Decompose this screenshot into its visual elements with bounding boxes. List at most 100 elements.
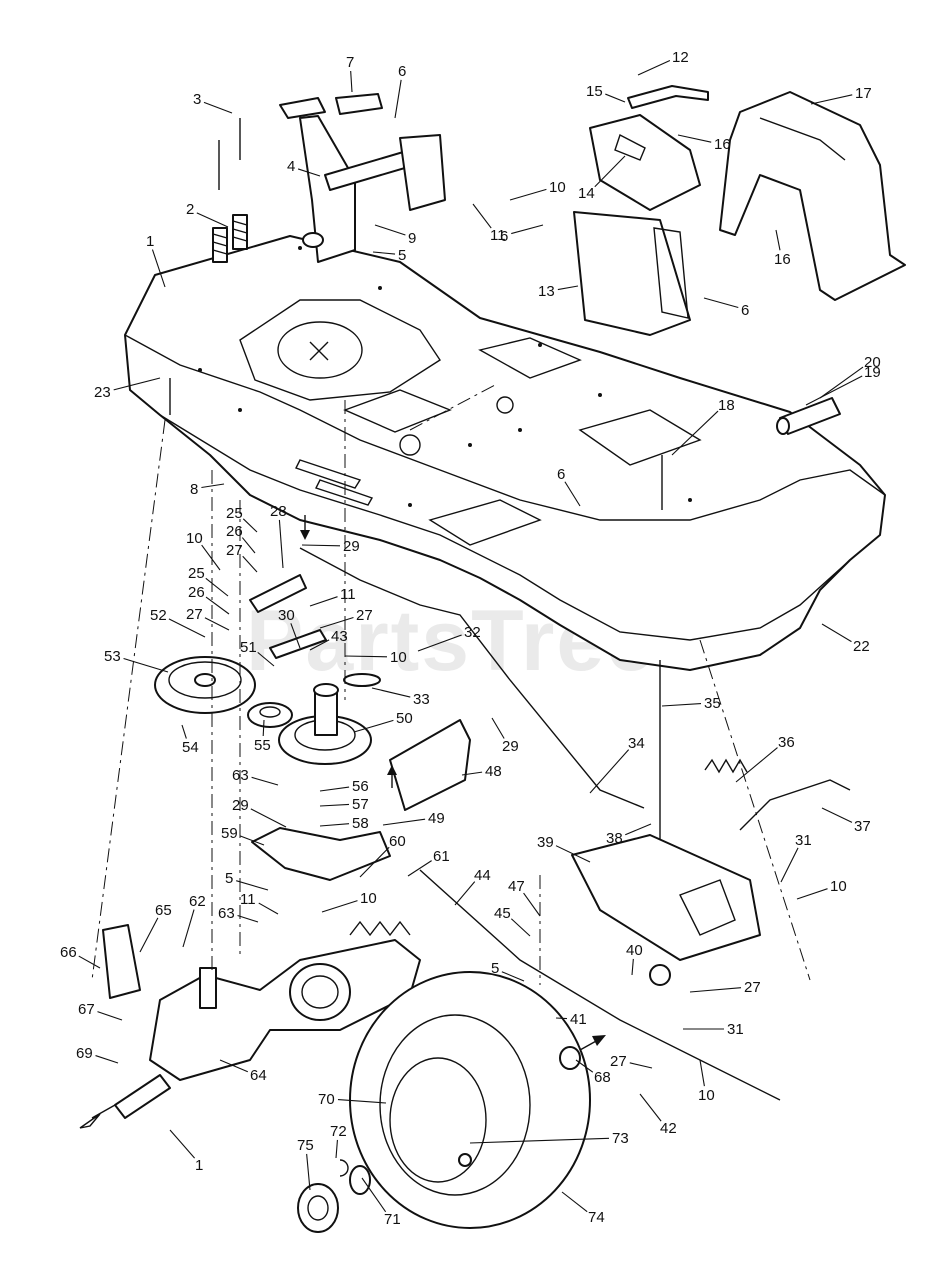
- callout-leader-6: [703, 297, 739, 309]
- callout-label-66: 66: [60, 944, 77, 961]
- callout-label-65: 65: [155, 902, 172, 919]
- callout-label-61: 61: [433, 848, 450, 865]
- callout-label-5: 5: [225, 870, 233, 887]
- brake-bracket: [571, 834, 761, 986]
- callout-leader-10: [344, 655, 388, 658]
- callout-leader-54: [181, 724, 187, 739]
- alignment-lines: [91, 384, 811, 985]
- callout-leader-13: [557, 285, 579, 291]
- callout-leader-5: [501, 971, 525, 982]
- callout-leader-52: [168, 618, 206, 638]
- callout-label-29: 29: [502, 738, 519, 755]
- callout-label-18: 18: [718, 397, 735, 414]
- callout-label-1: 1: [146, 233, 154, 250]
- callout-leader-25: [242, 518, 258, 533]
- seat-spring-bar: [627, 85, 709, 109]
- callout-leader-10: [509, 188, 547, 201]
- callout-leader-11: [258, 902, 279, 915]
- tension-springs: [349, 758, 748, 937]
- callout-label-55: 55: [254, 737, 271, 754]
- callout-label-44: 44: [474, 867, 491, 884]
- callout-label-19: 19: [864, 364, 881, 381]
- callout-label-67: 67: [78, 1001, 95, 1018]
- callout-leader-23: [113, 377, 161, 391]
- callout-label-16: 16: [714, 136, 731, 153]
- callout-label-4: 4: [287, 158, 295, 175]
- callout-leader-27: [204, 617, 230, 631]
- callout-leader-44: [454, 881, 476, 906]
- callout-label-50: 50: [396, 710, 413, 727]
- callout-leader-69: [95, 1055, 119, 1064]
- callout-leader-70: [337, 1099, 387, 1104]
- callout-leader-60: [359, 846, 390, 878]
- callout-leader-55: [262, 719, 265, 737]
- callout-leader-25: [205, 577, 229, 597]
- callout-label-27: 27: [226, 542, 243, 559]
- callout-leader-66: [78, 955, 101, 969]
- callout-leader-51: [257, 651, 275, 667]
- callout-leader-30: [290, 623, 301, 649]
- callout-leader-41: [555, 1017, 568, 1020]
- direction-arrows: [300, 515, 606, 1051]
- callout-leader-27: [319, 616, 354, 629]
- callout-leader-35: [661, 702, 702, 707]
- callout-leader-14: [594, 155, 626, 188]
- callout-leader-5: [372, 251, 396, 255]
- fender-support: [719, 91, 906, 301]
- callout-label-17: 17: [855, 85, 872, 102]
- callout-leader-42: [639, 1093, 662, 1122]
- callout-leader-7: [350, 70, 353, 93]
- callout-label-57: 57: [352, 796, 369, 813]
- idler-bracket: [249, 574, 471, 881]
- callout-label-2: 2: [186, 201, 194, 218]
- callout-label-40: 40: [626, 942, 643, 959]
- callout-leader-49: [382, 818, 426, 826]
- callout-label-25: 25: [226, 505, 243, 522]
- callout-leader-10: [699, 1059, 705, 1087]
- callout-leader-39: [555, 845, 591, 863]
- callout-label-71: 71: [384, 1211, 401, 1228]
- seat-adjuster-plate: [589, 114, 701, 211]
- callout-leader-75: [306, 1153, 311, 1191]
- transaxle-mount-bracket: [102, 924, 141, 999]
- spring-pair: [212, 214, 248, 263]
- callout-leader-16: [775, 229, 781, 251]
- callout-leader-50: [353, 719, 394, 733]
- callout-leader-62: [182, 909, 195, 948]
- callout-label-49: 49: [428, 810, 445, 827]
- callout-leader-26: [241, 537, 256, 554]
- pulley-assembly: [154, 656, 381, 765]
- callout-leader-11: [309, 596, 338, 607]
- callout-label-45: 45: [494, 905, 511, 922]
- callout-leader-59: [240, 835, 265, 846]
- callout-leader-5: [236, 880, 269, 891]
- callout-leader-45: [510, 918, 531, 937]
- callout-layer: 1123455566667891010101010101111111213141…: [60, 49, 881, 1228]
- callout-label-22: 22: [853, 638, 870, 655]
- callout-leader-28: [278, 519, 284, 569]
- callout-leader-68: [575, 1059, 594, 1073]
- callout-label-10: 10: [698, 1087, 715, 1104]
- callout-label-29: 29: [343, 538, 360, 555]
- callout-label-25: 25: [188, 565, 205, 582]
- callout-leader-56: [319, 786, 350, 792]
- callout-label-11: 11: [490, 227, 506, 244]
- callout-leader-27: [629, 1062, 653, 1069]
- callout-leader-34: [589, 749, 630, 794]
- callout-label-31: 31: [795, 832, 812, 849]
- callout-label-39: 39: [537, 834, 554, 851]
- callout-label-1: 1: [195, 1157, 203, 1174]
- callout-label-58: 58: [352, 815, 369, 832]
- callout-leader-32: [417, 634, 462, 652]
- callout-label-27: 27: [186, 606, 203, 623]
- callout-label-32: 32: [464, 624, 481, 641]
- callout-label-30: 30: [278, 607, 295, 624]
- callout-label-73: 73: [612, 1130, 629, 1147]
- callout-leader-74: [561, 1191, 588, 1213]
- callout-label-10: 10: [186, 530, 203, 547]
- callout-leader-48: [461, 771, 483, 776]
- callout-label-11: 11: [240, 891, 256, 908]
- callout-label-27: 27: [610, 1053, 627, 1070]
- callout-leader-58: [319, 823, 350, 827]
